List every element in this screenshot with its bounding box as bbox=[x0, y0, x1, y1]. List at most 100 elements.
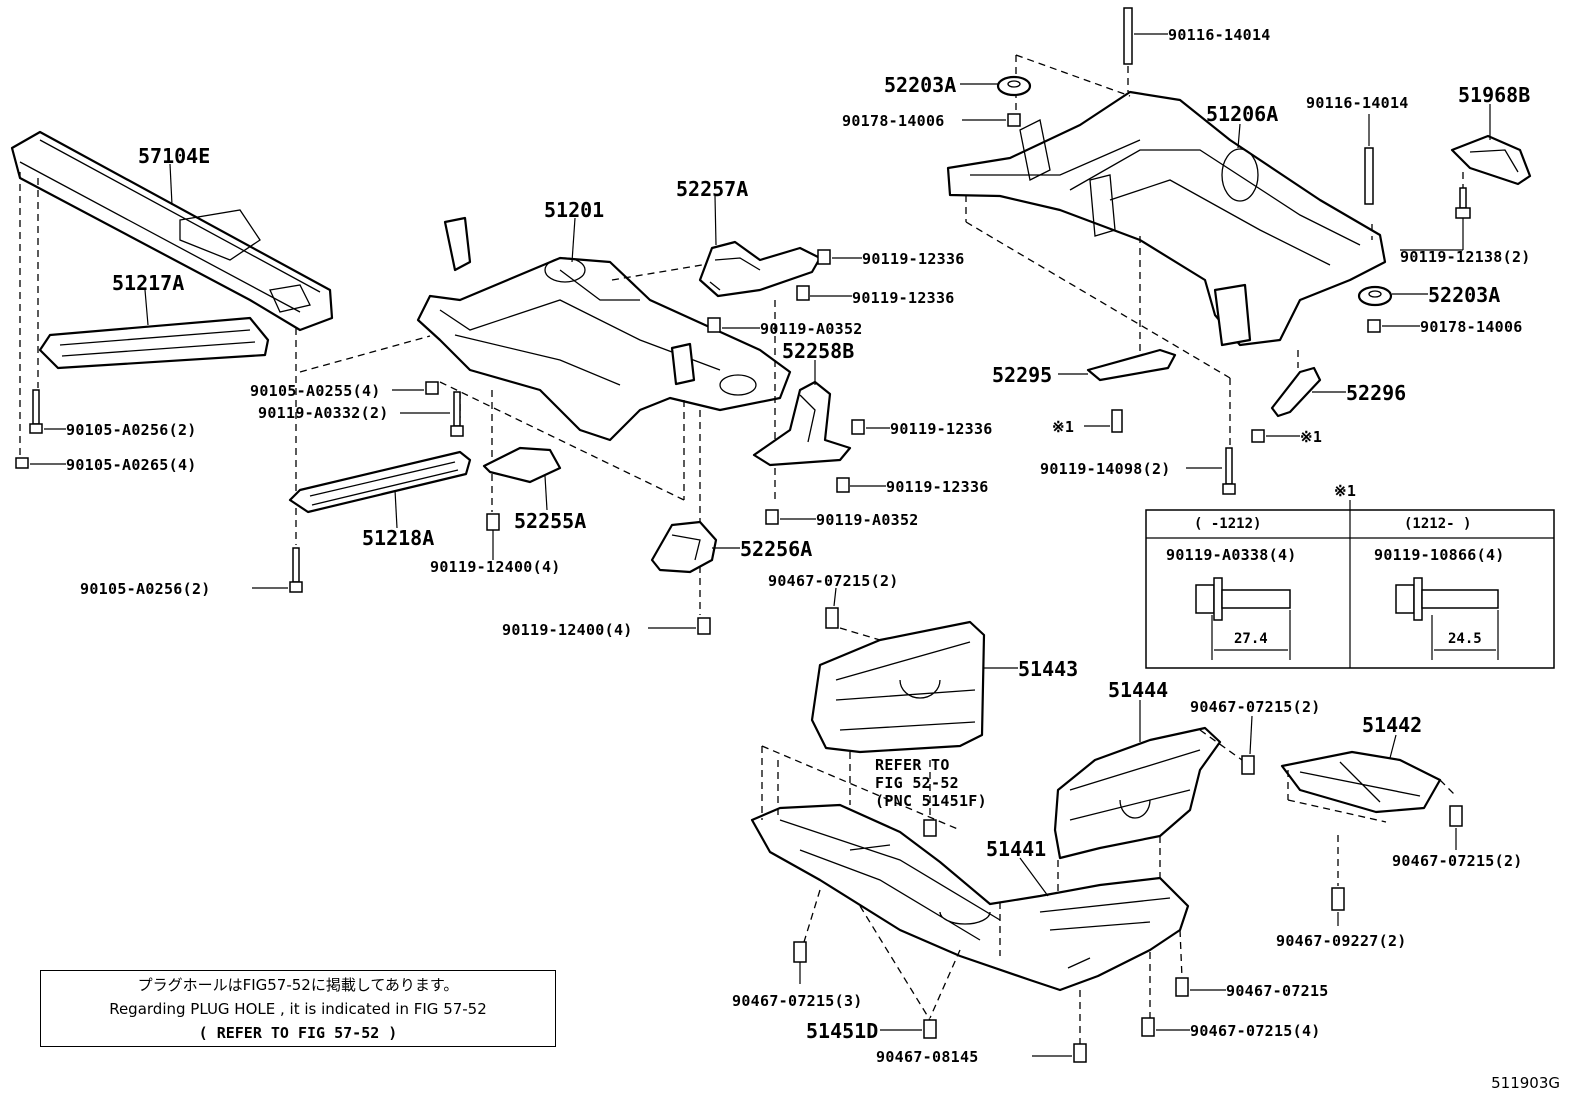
bolt-x1-left[interactable] bbox=[1111, 409, 1123, 433]
part-51217A-bracket[interactable] bbox=[38, 316, 270, 370]
bolt-90119-12400-a[interactable] bbox=[486, 513, 500, 531]
label-90467-07215-single: 90467-07215 bbox=[1226, 982, 1329, 1000]
part-51441-51451D-under-cover[interactable] bbox=[750, 803, 1190, 992]
note-col2-dim: 24.5 bbox=[1448, 631, 1482, 647]
refer-line-2: FIG 52-52 bbox=[875, 774, 959, 792]
part-52296-bracket[interactable] bbox=[1270, 366, 1322, 418]
label-51443: 51443 bbox=[1018, 657, 1078, 681]
label-x1-left: ※1 bbox=[1052, 418, 1074, 436]
bolt-90119-A0352-b[interactable] bbox=[765, 509, 779, 525]
label-52258B: 52258B bbox=[782, 339, 854, 363]
part-52255A-plate[interactable] bbox=[482, 446, 562, 484]
clip-90467-07215-4[interactable] bbox=[1141, 1017, 1155, 1037]
label-90119-A0352-a: 90119-A0352 bbox=[760, 320, 863, 338]
note-col2-part: 90119-10866(4) bbox=[1374, 546, 1505, 564]
label-90119-12336-d: 90119-12336 bbox=[886, 478, 989, 496]
label-52203A-top: 52203A bbox=[884, 73, 956, 97]
note-col1-header: ( -1212) bbox=[1194, 516, 1261, 532]
label-52295: 52295 bbox=[992, 363, 1052, 387]
label-x1-right: ※1 bbox=[1300, 428, 1322, 446]
plug-note-line-2: Regarding PLUG HOLE , it is indicated in… bbox=[109, 1000, 487, 1018]
label-51451D: 51451D bbox=[806, 1019, 878, 1043]
bolt-90119-12336-b[interactable] bbox=[796, 285, 810, 301]
part-51443-engine-under-cover[interactable] bbox=[810, 620, 986, 754]
label-90467-09227: 90467-09227(2) bbox=[1276, 932, 1407, 950]
note-col1-dim: 27.4 bbox=[1234, 631, 1268, 647]
label-52257A: 52257A bbox=[676, 177, 748, 201]
refer-line-1: REFER TO bbox=[875, 756, 950, 774]
part-51968B-bracket[interactable] bbox=[1450, 134, 1532, 186]
stud-90116-14014-top[interactable] bbox=[1123, 7, 1133, 65]
note-table: ※1 ( -1212) (1212- ) 90119-A0338(4) 9011… bbox=[1145, 482, 1555, 669]
nut-90178-14006-right[interactable] bbox=[1367, 319, 1381, 333]
clip-90467-07215-right[interactable] bbox=[1449, 805, 1463, 827]
part-51442-cover[interactable] bbox=[1280, 750, 1442, 814]
part-51218A-bracket[interactable] bbox=[288, 450, 472, 514]
label-90467-07215-3: 90467-07215(3) bbox=[732, 992, 863, 1010]
part-52258B-stopper[interactable] bbox=[752, 380, 852, 467]
clip-51451D[interactable] bbox=[923, 1019, 937, 1039]
note-col2-header: (1212- ) bbox=[1404, 516, 1471, 532]
nut-90178-14006-top[interactable] bbox=[1007, 113, 1021, 127]
part-52203A-top[interactable] bbox=[996, 75, 1032, 97]
bolt-drawing-a0338 bbox=[1195, 577, 1291, 660]
clip-90467-07215-single[interactable] bbox=[1175, 977, 1189, 997]
nut-90105-A0265[interactable] bbox=[15, 457, 29, 469]
label-90105-A0256-a: 90105-A0256(2) bbox=[66, 421, 197, 439]
bolt-90119-A0352-a[interactable] bbox=[707, 317, 721, 333]
part-52203A-right[interactable] bbox=[1357, 285, 1393, 307]
label-52255A: 52255A bbox=[514, 509, 586, 533]
stud-90116-14014-right[interactable] bbox=[1364, 147, 1374, 205]
part-52256A-stopper[interactable] bbox=[650, 520, 718, 574]
figure-code: 511903G bbox=[1491, 1074, 1560, 1092]
clip-90467-07215-top[interactable] bbox=[825, 607, 839, 629]
bolt-90119-12336-d[interactable] bbox=[836, 477, 850, 493]
bolt-90119-12400-b[interactable] bbox=[697, 617, 711, 635]
label-51201: 51201 bbox=[544, 198, 604, 222]
part-51201-front-subframe[interactable] bbox=[416, 216, 792, 442]
label-90119-12336-c: 90119-12336 bbox=[890, 420, 993, 438]
clip-90467-07215-mid[interactable] bbox=[1241, 755, 1255, 775]
bolt-90105-A0256-b[interactable] bbox=[289, 547, 303, 593]
label-51968B: 51968B bbox=[1458, 83, 1530, 107]
label-52296: 52296 bbox=[1346, 381, 1406, 405]
clip-90467-07215-3[interactable] bbox=[793, 941, 807, 963]
label-90105-A0255: 90105-A0255(4) bbox=[250, 382, 381, 400]
label-51444: 51444 bbox=[1108, 678, 1168, 702]
label-90467-07215-top: 90467-07215(2) bbox=[768, 572, 899, 590]
label-90116-14014-right: 90116-14014 bbox=[1306, 94, 1409, 112]
label-90467-07215-mid: 90467-07215(2) bbox=[1190, 698, 1321, 716]
bolt-90119-14098[interactable] bbox=[1222, 447, 1236, 495]
part-52295-bracket[interactable] bbox=[1086, 348, 1177, 382]
label-90119-14098: 90119-14098(2) bbox=[1040, 460, 1171, 478]
label-52256A: 52256A bbox=[740, 537, 812, 561]
bolt-90119-12138[interactable] bbox=[1455, 187, 1471, 219]
bolt-90119-12336-c[interactable] bbox=[851, 419, 865, 435]
bolt-90119-A0332[interactable] bbox=[450, 391, 464, 437]
clip-90467-08145[interactable] bbox=[1073, 1043, 1087, 1063]
part-51444-cover[interactable] bbox=[1053, 726, 1222, 860]
clip-mid-column[interactable] bbox=[923, 819, 937, 837]
label-90119-12400-a: 90119-12400(4) bbox=[430, 558, 561, 576]
bolt-90119-12336-a[interactable] bbox=[817, 249, 831, 265]
part-57104E-crossmember[interactable] bbox=[10, 130, 334, 332]
label-90178-14006-top: 90178-14006 bbox=[842, 112, 945, 130]
label-51441: 51441 bbox=[986, 837, 1046, 861]
bolt-drawing-10866 bbox=[1395, 577, 1499, 660]
label-90105-A0265: 90105-A0265(4) bbox=[66, 456, 197, 474]
note-marker: ※1 bbox=[1334, 482, 1356, 500]
label-90119-12336-b: 90119-12336 bbox=[852, 289, 955, 307]
bolt-90105-A0256-left[interactable] bbox=[29, 389, 43, 434]
label-52203A-right: 52203A bbox=[1428, 283, 1500, 307]
part-52257A-stopper[interactable] bbox=[698, 240, 822, 298]
clip-90467-09227[interactable] bbox=[1331, 887, 1345, 911]
bolt-x1-right[interactable] bbox=[1251, 429, 1265, 443]
label-51206A: 51206A bbox=[1206, 102, 1278, 126]
plug-note-line-3: ( REFER TO FIG 57-52 ) bbox=[198, 1024, 398, 1042]
label-90105-A0256-b: 90105-A0256(2) bbox=[80, 580, 211, 598]
part-51206A-rear-subframe[interactable] bbox=[946, 90, 1387, 347]
nut-90105-A0255[interactable] bbox=[425, 381, 439, 395]
refer-line-3: (PNC 51451F) bbox=[875, 792, 987, 810]
label-90119-12400-b: 90119-12400(4) bbox=[502, 621, 633, 639]
